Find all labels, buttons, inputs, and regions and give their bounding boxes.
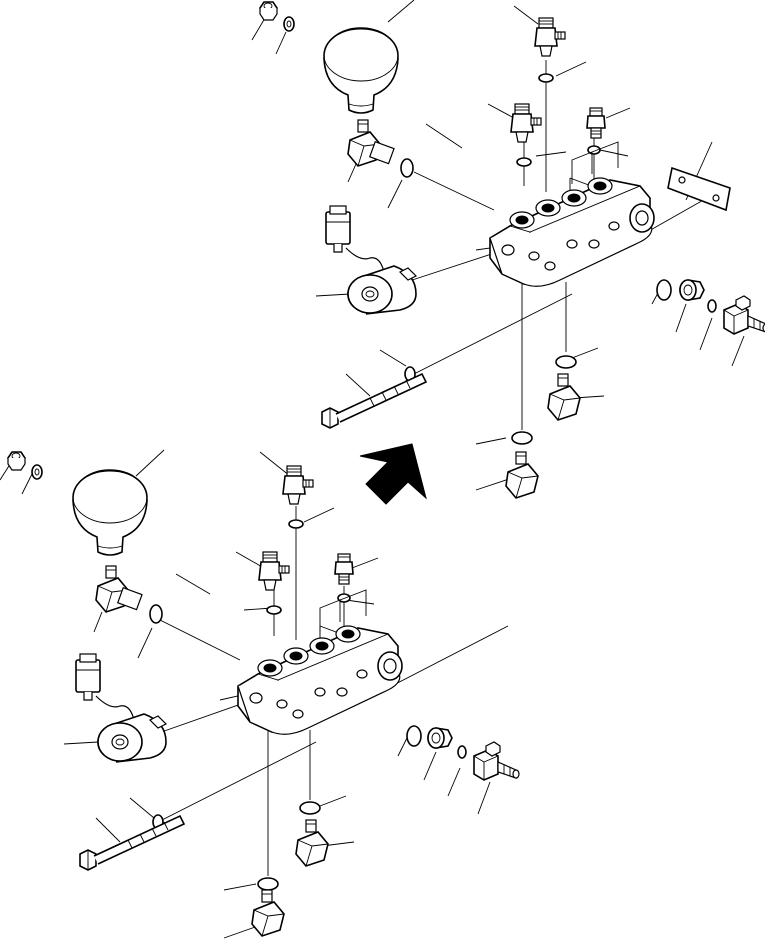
accumulator — [323, 27, 399, 114]
leader-line — [731, 335, 745, 367]
leader-line — [303, 507, 335, 523]
leader-line — [251, 17, 266, 41]
o-ring — [555, 355, 577, 369]
tee-fitting — [510, 103, 542, 143]
leader-line — [129, 797, 155, 819]
tee-fitting — [258, 551, 290, 591]
leader-line — [347, 163, 357, 183]
front-direction-arrow — [359, 443, 427, 505]
leader-line — [63, 741, 99, 745]
plug — [427, 727, 453, 749]
wire-connector — [75, 653, 101, 701]
leader-line — [447, 767, 461, 797]
u-bolt — [382, 112, 434, 153]
leader-line — [93, 611, 103, 633]
nipple-fitting — [586, 107, 606, 139]
leader-line — [475, 437, 507, 445]
leader-line — [379, 349, 407, 367]
valve-manifold — [237, 589, 403, 736]
leader-line — [315, 293, 351, 297]
washer — [283, 16, 295, 32]
elbow-valve — [723, 295, 765, 335]
assembly-line — [161, 741, 317, 821]
o-ring — [707, 299, 717, 313]
leader-line — [605, 107, 631, 119]
leader-line — [599, 149, 629, 157]
bolt — [321, 373, 427, 429]
leader-line — [535, 151, 567, 157]
bolt — [79, 815, 185, 871]
nut — [259, 1, 278, 21]
leader-line — [475, 477, 513, 491]
leader-line — [513, 5, 539, 25]
leader-line — [137, 627, 153, 659]
o-ring — [538, 73, 554, 83]
o-ring — [266, 605, 282, 615]
washer — [31, 464, 43, 480]
o-ring — [656, 279, 672, 301]
valve-manifold — [489, 141, 655, 288]
solenoid — [347, 265, 417, 315]
assembly-line — [413, 171, 495, 211]
elbow-valve — [473, 741, 520, 781]
leader-line — [175, 573, 211, 595]
nipple-fitting — [334, 553, 354, 585]
nut — [7, 451, 26, 471]
leader-line — [345, 373, 371, 397]
leader-line — [235, 551, 265, 569]
leader-line — [423, 751, 437, 781]
o-ring — [400, 158, 414, 178]
bracket-hole — [712, 194, 720, 202]
leader-line — [571, 347, 599, 359]
bracket-hole — [678, 176, 686, 184]
leader-line — [425, 123, 463, 149]
o-ring — [511, 431, 533, 445]
tee-fitting — [534, 17, 566, 57]
leader-line — [699, 317, 713, 351]
elbow-nipple — [368, 140, 395, 165]
upper-valve-assembly — [251, 0, 765, 499]
plug — [679, 279, 705, 301]
leader-line — [387, 179, 403, 209]
assembly-line — [159, 619, 241, 661]
leader-line — [555, 61, 587, 77]
leader-line — [487, 103, 515, 119]
leader-line — [275, 31, 287, 55]
o-ring — [516, 157, 532, 167]
leader-line — [477, 781, 491, 815]
o-ring — [149, 604, 163, 624]
o-ring — [299, 801, 321, 815]
assembly-line — [413, 293, 573, 375]
u-bolt — [132, 558, 184, 599]
elbow-fitting — [295, 819, 329, 867]
accumulator — [72, 469, 148, 556]
elbow-fitting — [547, 373, 581, 421]
wire-connector — [325, 205, 351, 253]
o-ring — [457, 745, 467, 759]
leader-line — [223, 883, 257, 891]
leader-line — [223, 925, 259, 939]
tee-fitting — [282, 465, 314, 505]
solenoid — [97, 713, 167, 763]
elbow-fitting — [251, 889, 285, 937]
leader-line — [95, 817, 121, 843]
leader-line — [345, 599, 375, 605]
leader-line — [259, 451, 291, 477]
o-ring — [288, 519, 304, 529]
elbow-fitting — [505, 451, 539, 499]
leader-line — [387, 0, 415, 23]
leader-line — [135, 449, 165, 477]
o-ring — [257, 877, 279, 891]
elbow-nipple — [116, 586, 143, 611]
lower-valve-assembly — [0, 449, 520, 939]
bracket-plate — [667, 166, 731, 212]
leader-line — [675, 303, 687, 333]
leader-line — [319, 795, 347, 807]
assembly-line — [379, 625, 509, 693]
o-ring — [406, 725, 422, 747]
leader-line — [351, 557, 379, 569]
